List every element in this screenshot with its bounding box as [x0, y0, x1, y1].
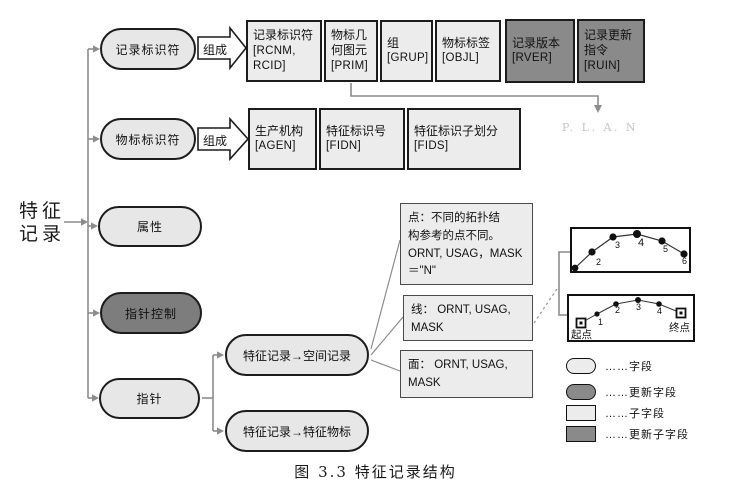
end-point-label: 终点 [669, 321, 690, 334]
point-label: 2 [615, 305, 620, 315]
subfield-name: 记录版本 [512, 35, 561, 50]
prim-drop-line [350, 83, 602, 113]
subfield-name: 物标几何图元 [331, 27, 368, 58]
tree-node-pointer: 指针 [99, 378, 200, 419]
point-label: 4 [657, 306, 662, 316]
mini-diagram-edge-points: 2 3 4 5 6 [570, 227, 691, 273]
plan-text: P. L. A. N [562, 121, 639, 134]
spatial-note-fan [370, 239, 404, 372]
subfield-code: [PRIM] [331, 60, 368, 73]
legend-item-subfield: ……子字段 [566, 404, 689, 422]
legend-label: ……更新子字段 [605, 429, 689, 441]
subfield-name: 物标标签 [442, 35, 491, 50]
start-end-figure: 1 2 3 4 起点 终点 [571, 297, 690, 340]
line-point-dots [594, 297, 662, 317]
dotted-link [533, 285, 560, 324]
subfield-cell-ruin: 记录更新指令 [RUIN] [577, 19, 645, 83]
start-marker [575, 317, 587, 329]
subfield-code: [RCNM, RCID] [253, 44, 296, 72]
legend: ……字段 ……更新字段 ……子字段 ……更新子字段 [566, 357, 689, 446]
tree-node-object-identifier: 物标标识符 [100, 118, 196, 160]
diagram-bracket [558, 251, 570, 316]
legend-label: ……更新字段 [605, 387, 677, 399]
subfield-code: [AGEN] [255, 140, 296, 153]
point-label: 3 [636, 302, 641, 312]
legend-label: ……字段 [605, 361, 653, 373]
point-label: 4 [638, 237, 644, 249]
geometry-note-line: 线： ORNT, USAG, MASK [403, 295, 533, 341]
subfield-name: 特征标识子划分 [414, 123, 499, 138]
subfield-cell-fids: 特征标识子划分 [FIDS] [407, 108, 521, 170]
point-label: 3 [615, 240, 620, 250]
legend-item-update-subfield: ……更新子字段 [566, 425, 689, 443]
edge-points-figure: 2 3 4 5 6 [572, 230, 688, 271]
compose-label-2: 组成 [202, 134, 227, 148]
point-label: 2 [596, 257, 601, 267]
pointer-node-feature-object: 特征记录→特征物标 [225, 410, 369, 452]
subfield-code: [RVER] [512, 52, 552, 65]
end-marker [675, 307, 687, 319]
legend-item-update-field: ……更新字段 [566, 383, 689, 401]
subfield-code: [FIDS] [414, 140, 449, 153]
subfield-code: [FIDN] [326, 140, 362, 153]
root-label-line1: 特征 [18, 200, 65, 222]
compose-block-arrows [197, 25, 250, 162]
subfield-name: 记录标识符 [253, 27, 314, 42]
point-label: 5 [663, 244, 668, 254]
mini-diagram-start-end: 1 2 3 4 起点 终点 [567, 294, 695, 342]
pointer-node-spatial-record: 特征记录→空间记录 [225, 334, 369, 376]
subfield-cell-prim: 物标几何图元 [PRIM] [324, 20, 378, 82]
subfield-name: 特征标识号 [326, 123, 387, 138]
subfield-cell-fidn: 特征标识号 [FIDN] [319, 108, 405, 170]
subfield-code: [GRUP] [387, 52, 429, 65]
subfield-name: 生产机构 [255, 123, 304, 138]
pointer-branch [202, 351, 224, 435]
subfield-cell-objl: 物标标签 [OBJL] [435, 20, 501, 82]
compose-label-1: 组成 [202, 43, 227, 57]
subfield-code: [RUIN] [584, 60, 621, 73]
figure-caption: 图 3.3 特征记录结构 [294, 463, 457, 481]
edge-point-dots [572, 230, 688, 271]
root-label-line2: 记录 [18, 223, 65, 245]
subfield-cell-grup: 组 [GRUP] [380, 20, 433, 82]
tree-node-record-identifier: 记录标识符 [100, 28, 196, 70]
subfield-cell-agen: 生产机构 [AGEN] [248, 108, 317, 170]
subfield-cell-rcnm-rcid: 记录标识符 [RCNM, RCID] [246, 20, 322, 82]
geometry-note-area: 面： ORNT, USAG, MASK [400, 350, 533, 398]
subfield-cell-rver: 记录版本 [RVER] [505, 19, 575, 83]
stadium-light-swatch [566, 358, 596, 374]
stadium-dark-swatch [566, 384, 596, 400]
tree-node-pointer-control: 指针控制 [100, 292, 202, 334]
start-point-label: 起点 [571, 329, 592, 340]
subfield-name: 组 [387, 35, 400, 50]
subfield-name: 记录更新指令 [584, 27, 633, 58]
rect-light-swatch [566, 405, 596, 421]
compose-arrow-1 [197, 25, 248, 71]
root-label: 特征 记录 [14, 200, 70, 246]
tree-node-attributes: 属性 [98, 206, 202, 247]
geometry-note-point: 点：不同的拓扑结 构参考的点不同。 ORNT, USAG，MASK ＝"N" [400, 203, 533, 285]
point-label: 6 [682, 256, 687, 266]
legend-label: ……子字段 [605, 408, 665, 420]
rect-dark-swatch [566, 426, 596, 442]
legend-item-field: ……字段 [566, 357, 689, 375]
subfield-code: [OBJL] [442, 52, 479, 65]
tree-trunk [64, 45, 100, 402]
compose-arrow-2 [197, 116, 250, 162]
point-label: 1 [598, 317, 603, 327]
